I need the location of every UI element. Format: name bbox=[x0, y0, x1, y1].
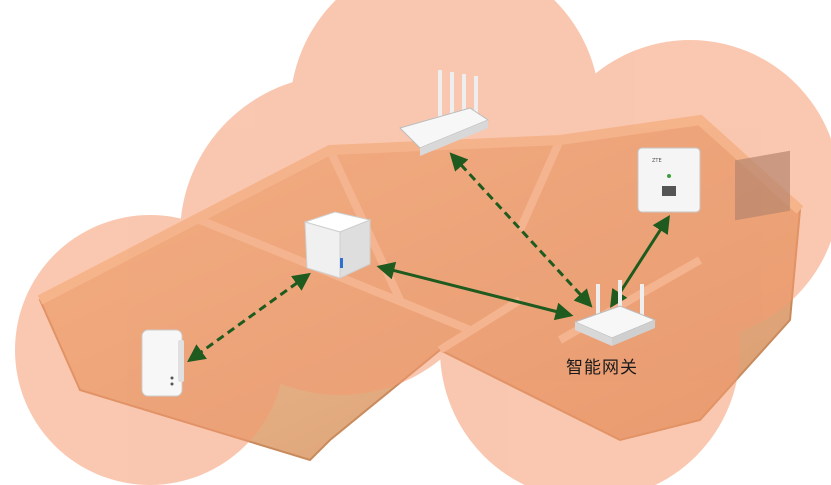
coverage-zones bbox=[15, 0, 831, 485]
link-cube-gateway bbox=[376, 261, 574, 321]
gateway-label: 智能网关 bbox=[566, 358, 638, 378]
link-cube-extender bbox=[187, 272, 311, 363]
svg-text:ZTE: ZTE bbox=[652, 158, 662, 164]
gateway-3-antenna-icon bbox=[573, 280, 657, 346]
router-4-antenna-icon bbox=[399, 70, 490, 156]
plug-extender-icon bbox=[141, 329, 184, 397]
cube-node-icon bbox=[303, 211, 372, 279]
panel-ap-icon: ZTE bbox=[637, 147, 701, 213]
